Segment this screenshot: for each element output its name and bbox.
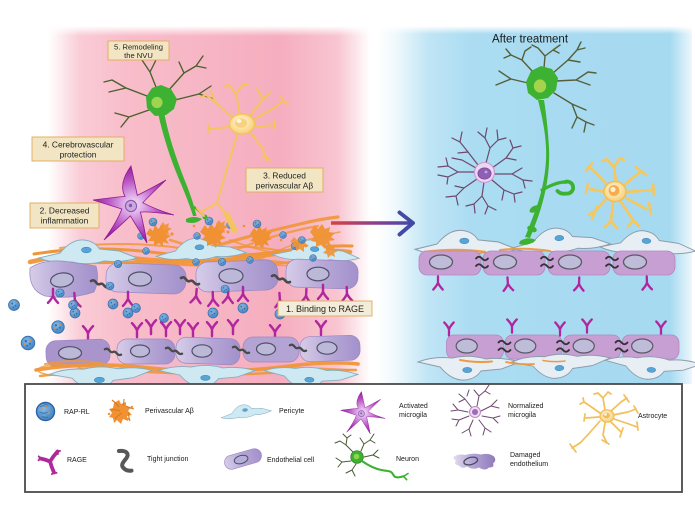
svg-text:2. Decreased: 2. Decreased xyxy=(40,206,90,216)
svg-text:3. Reduced: 3. Reduced xyxy=(263,171,306,181)
svg-text:4. Cerebrovascular: 4. Cerebrovascular xyxy=(43,140,114,150)
svg-text:the NVU: the NVU xyxy=(124,51,153,60)
svg-text:inflammation: inflammation xyxy=(41,216,89,226)
svg-text:protection: protection xyxy=(60,150,97,160)
svg-text:Damaged: Damaged xyxy=(510,452,540,459)
svg-text:microgila: microgila xyxy=(508,412,536,419)
svg-text:microgila: microgila xyxy=(399,412,427,419)
svg-text:RAP-RL: RAP-RL xyxy=(64,409,90,416)
svg-text:perivascular Aβ: perivascular Aβ xyxy=(256,181,314,191)
svg-text:Tight junction: Tight junction xyxy=(147,456,188,463)
svg-text:After treatment: After treatment xyxy=(492,34,569,46)
svg-text:Neuron: Neuron xyxy=(396,456,419,463)
svg-text:Normalized: Normalized xyxy=(508,403,544,410)
svg-text:Endothelial cell: Endothelial cell xyxy=(267,457,315,464)
svg-text:RAGE: RAGE xyxy=(67,457,87,464)
svg-text:1. Binding to RAGE: 1. Binding to RAGE xyxy=(286,304,364,314)
svg-text:Activated: Activated xyxy=(399,403,428,410)
svg-text:Astrocyte: Astrocyte xyxy=(638,413,667,420)
svg-text:Pericyte: Pericyte xyxy=(279,408,304,415)
svg-text:endothelium: endothelium xyxy=(510,461,548,468)
svg-text:5. Remodeling: 5. Remodeling xyxy=(114,42,163,51)
svg-text:Perivascular Aβ: Perivascular Aβ xyxy=(145,408,194,415)
